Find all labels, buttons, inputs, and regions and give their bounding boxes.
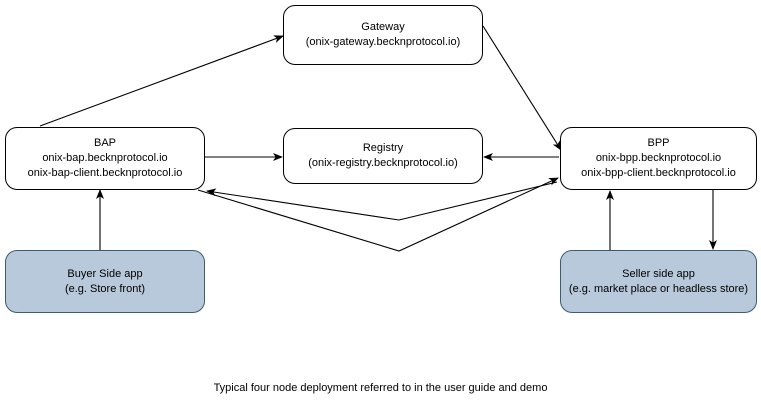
node-registry-title: Registry	[362, 142, 404, 154]
node-bpp-subtitle-2: onix-bpp-client.becknprotocol.io	[581, 167, 736, 179]
diagram-caption: Typical four node deployment referred to…	[213, 382, 548, 394]
node-seller-side-app-subtitle: (e.g. market place or headless store)	[568, 282, 749, 295]
node-gateway-title: Gateway	[361, 21, 405, 33]
node-seller-side-app[interactable]: Seller side app (e.g. market place or he…	[560, 250, 757, 313]
node-seller-side-app-title: Seller side app	[622, 267, 695, 280]
edge-bap-to-bpp	[197, 177, 559, 252]
node-buyer-side-app[interactable]: Buyer Side app (e.g. Store front)	[5, 250, 205, 313]
node-bpp-subtitle: onix-bpp.becknprotocol.io	[595, 152, 722, 164]
node-bap-subtitle: onix-bap.becknprotocol.io	[42, 152, 168, 164]
node-bpp-title: BPP	[647, 137, 670, 149]
node-bpp[interactable]: BPP onix-bpp.becknprotocol.io onix-bpp-c…	[560, 127, 757, 190]
node-gateway[interactable]: Gateway (onix-gateway.becknprotocol.io)	[283, 5, 483, 65]
node-bap-title: BAP	[93, 137, 116, 149]
node-bap[interactable]: BAP onix-bap.becknprotocol.io onix-bap-c…	[5, 127, 205, 190]
edge-bpp-to-bap	[206, 181, 558, 221]
node-gateway-subtitle: (onix-gateway.becknprotocol.io)	[305, 36, 461, 48]
node-buyer-side-app-title: Buyer Side app	[67, 267, 143, 280]
node-buyer-side-app-subtitle: (e.g. Store front)	[64, 282, 146, 295]
node-registry[interactable]: Registry (onix-registry.becknprotocol.io…	[283, 128, 483, 184]
edge-bap-to-gateway	[39, 35, 284, 127]
edge-gateway-to-bpp	[482, 25, 562, 151]
node-bap-subtitle-2: onix-bap-client.becknprotocol.io	[27, 167, 183, 179]
node-registry-subtitle: (onix-registry.becknprotocol.io)	[308, 157, 458, 169]
